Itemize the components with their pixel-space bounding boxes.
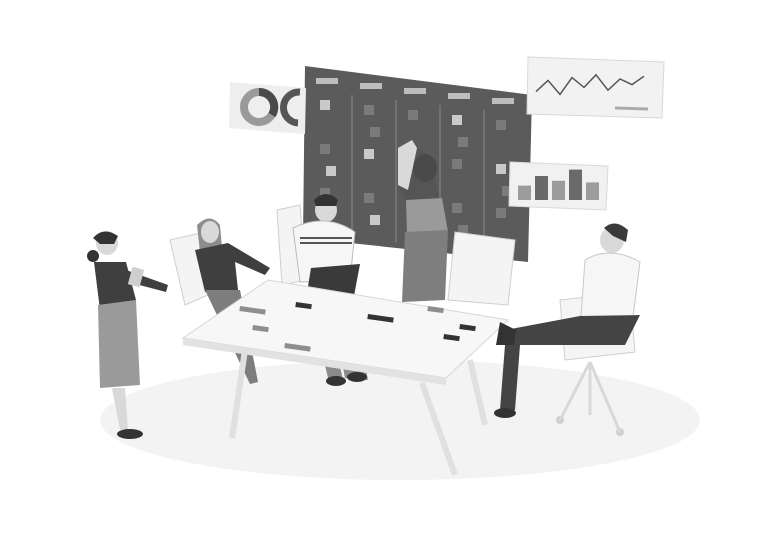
sticky-note xyxy=(320,188,330,198)
donut-chart-card xyxy=(229,82,306,134)
table-note xyxy=(427,306,444,314)
meeting-table xyxy=(181,279,510,477)
notebook-icon xyxy=(127,266,145,288)
bar-chart-bar xyxy=(569,169,582,200)
sticky-note xyxy=(452,203,462,213)
chair-right-back xyxy=(447,231,516,306)
table-note xyxy=(252,325,269,333)
bar-chart-bar xyxy=(552,180,565,200)
sticky-note xyxy=(370,215,380,225)
bar-chart-icon xyxy=(518,169,599,200)
sticky-note xyxy=(320,100,330,110)
board-column-headers xyxy=(316,78,514,104)
person-standing-left xyxy=(87,231,168,439)
bar-chart-bar xyxy=(586,182,599,200)
line-chart-icon xyxy=(535,73,645,96)
line-chart-card xyxy=(526,56,665,119)
table-note xyxy=(284,343,311,352)
sticky-note xyxy=(496,120,506,130)
sticky-note xyxy=(364,149,374,159)
person-at-board xyxy=(398,140,448,302)
board-header xyxy=(316,78,338,84)
sticky-note xyxy=(320,144,330,154)
sticky-note xyxy=(496,208,506,218)
board-header xyxy=(492,98,514,104)
board-header xyxy=(360,83,382,89)
table-note xyxy=(239,306,266,315)
bar-chart-bar xyxy=(518,185,531,200)
sticky-note xyxy=(364,193,374,203)
sticky-note xyxy=(502,186,512,196)
sticky-note xyxy=(496,164,506,174)
sticky-note xyxy=(458,225,468,235)
sticky-note xyxy=(370,127,380,137)
sticky-note xyxy=(452,159,462,169)
sticky-note xyxy=(452,115,462,125)
floor-shadow xyxy=(100,360,700,480)
sticky-note xyxy=(364,105,374,115)
person-reclining-right xyxy=(494,223,641,436)
table-note xyxy=(443,334,460,342)
board-header xyxy=(448,93,470,99)
sticky-note xyxy=(326,166,336,176)
table-note xyxy=(459,324,476,332)
sticky-note xyxy=(408,110,418,120)
board-header xyxy=(404,88,426,94)
bar-chart-bar xyxy=(535,176,548,200)
table-notes xyxy=(239,302,476,352)
bar-chart-card xyxy=(508,161,609,211)
sticky-note xyxy=(458,137,468,147)
table-note xyxy=(367,313,394,323)
table-note xyxy=(295,302,312,310)
